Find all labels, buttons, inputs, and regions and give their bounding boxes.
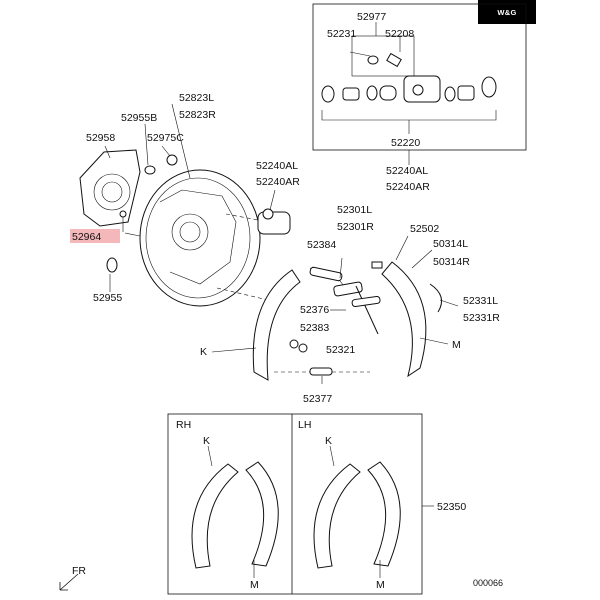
label-52240AL: 52240AL (256, 160, 298, 172)
piston-left-part (342, 87, 360, 101)
spring-part (379, 85, 397, 101)
shoe-kit-frame (167, 413, 423, 595)
label-shoe-k: K (200, 346, 207, 358)
boot-left-part (321, 85, 335, 103)
label-52376: 52376 (300, 304, 329, 316)
bolt-52964-part (119, 210, 127, 218)
label-lh-k: K (325, 435, 332, 447)
clip-52502-part (371, 261, 383, 269)
label-52208: 52208 (385, 28, 414, 40)
pin-52383-part (289, 339, 299, 349)
wheel-cylinder-kit-box (312, 3, 527, 165)
rh-shoe-k-part (191, 463, 239, 569)
label-fr: FR (72, 565, 86, 577)
boot-right-part (481, 76, 497, 98)
bleeder-subframe (351, 35, 415, 77)
label-52502: 52502 (410, 223, 439, 235)
label-52955: 52955 (93, 292, 122, 304)
label-52240AR-kit: 52240AR (386, 181, 430, 193)
label-52384: 52384 (307, 239, 336, 251)
label-lh: LH (298, 419, 311, 431)
front-arrow-icon (59, 573, 79, 591)
label-52958: 52958 (86, 132, 115, 144)
lh-shoe-k-part (313, 463, 361, 569)
shoe-kit-box (167, 413, 434, 595)
label-52964: 52964 (72, 231, 101, 243)
plug-52955-part (106, 257, 118, 273)
shoe-m-part (381, 261, 427, 378)
spring-52377-part (309, 367, 333, 376)
part-labels: 52977 52231 52208 52220 52240AL 52240AR … (72, 11, 503, 591)
label-52977: 52977 (357, 11, 386, 23)
spring-52384-part (309, 266, 343, 282)
highlight-52964 (70, 229, 120, 243)
cup-left-part (366, 85, 378, 101)
label-52301R: 52301R (337, 221, 374, 233)
front-arrow (59, 573, 79, 591)
label-52301L: 52301L (337, 204, 372, 216)
label-52377: 52377 (303, 393, 332, 405)
plug-52955B-part (144, 165, 156, 175)
backing-plate-assembly (79, 149, 291, 307)
adjuster-52301-part (333, 281, 363, 297)
diagram-id: 000066 (473, 578, 503, 588)
bleeder-screw-part (386, 52, 402, 68)
label-52975C: 52975C (147, 132, 184, 144)
nut-52975C-part (166, 154, 178, 166)
piston-right-part (457, 85, 475, 101)
label-52331L: 52331L (463, 295, 498, 307)
label-rh-k: K (203, 435, 210, 447)
label-lh-m: M (376, 579, 385, 591)
washer-52321-part (298, 343, 308, 353)
kit-frame (312, 3, 527, 151)
label-rh-m: M (250, 579, 259, 591)
label-rh: RH (176, 419, 191, 431)
lever-52331-part (429, 283, 443, 313)
label-52383: 52383 (300, 322, 329, 334)
leader-lines (104, 103, 276, 301)
rh-shoe-m-part (245, 461, 279, 567)
label-52220: 52220 (391, 137, 420, 149)
label-52823R: 52823R (179, 109, 216, 121)
label-52240AL-kit: 52240AL (386, 165, 428, 177)
label-52823L: 52823L (179, 92, 214, 104)
label-52231: 52231 (327, 28, 356, 40)
spring-52376-part (351, 295, 381, 308)
label-50314L: 50314L (433, 238, 468, 250)
label-52240AR: 52240AR (256, 176, 300, 188)
label-shoe-m: M (452, 339, 461, 351)
bleeder-cap-part (367, 55, 379, 65)
label-52350: 52350 (437, 501, 466, 513)
label-52955B: 52955B (121, 112, 157, 124)
shoe-k-part (252, 269, 301, 381)
cup-right-part (444, 86, 456, 102)
label-50314R: 50314R (433, 256, 470, 268)
logo-text: W&G (497, 7, 517, 17)
gasket-52958-part (79, 149, 141, 227)
lever-part (355, 285, 379, 335)
label-52321: 52321 (326, 344, 355, 356)
brake-shoe-assembly (211, 235, 459, 384)
lh-shoe-m-part (367, 461, 401, 567)
label-52331R: 52331R (463, 312, 500, 324)
backing-plate-part (139, 169, 261, 307)
